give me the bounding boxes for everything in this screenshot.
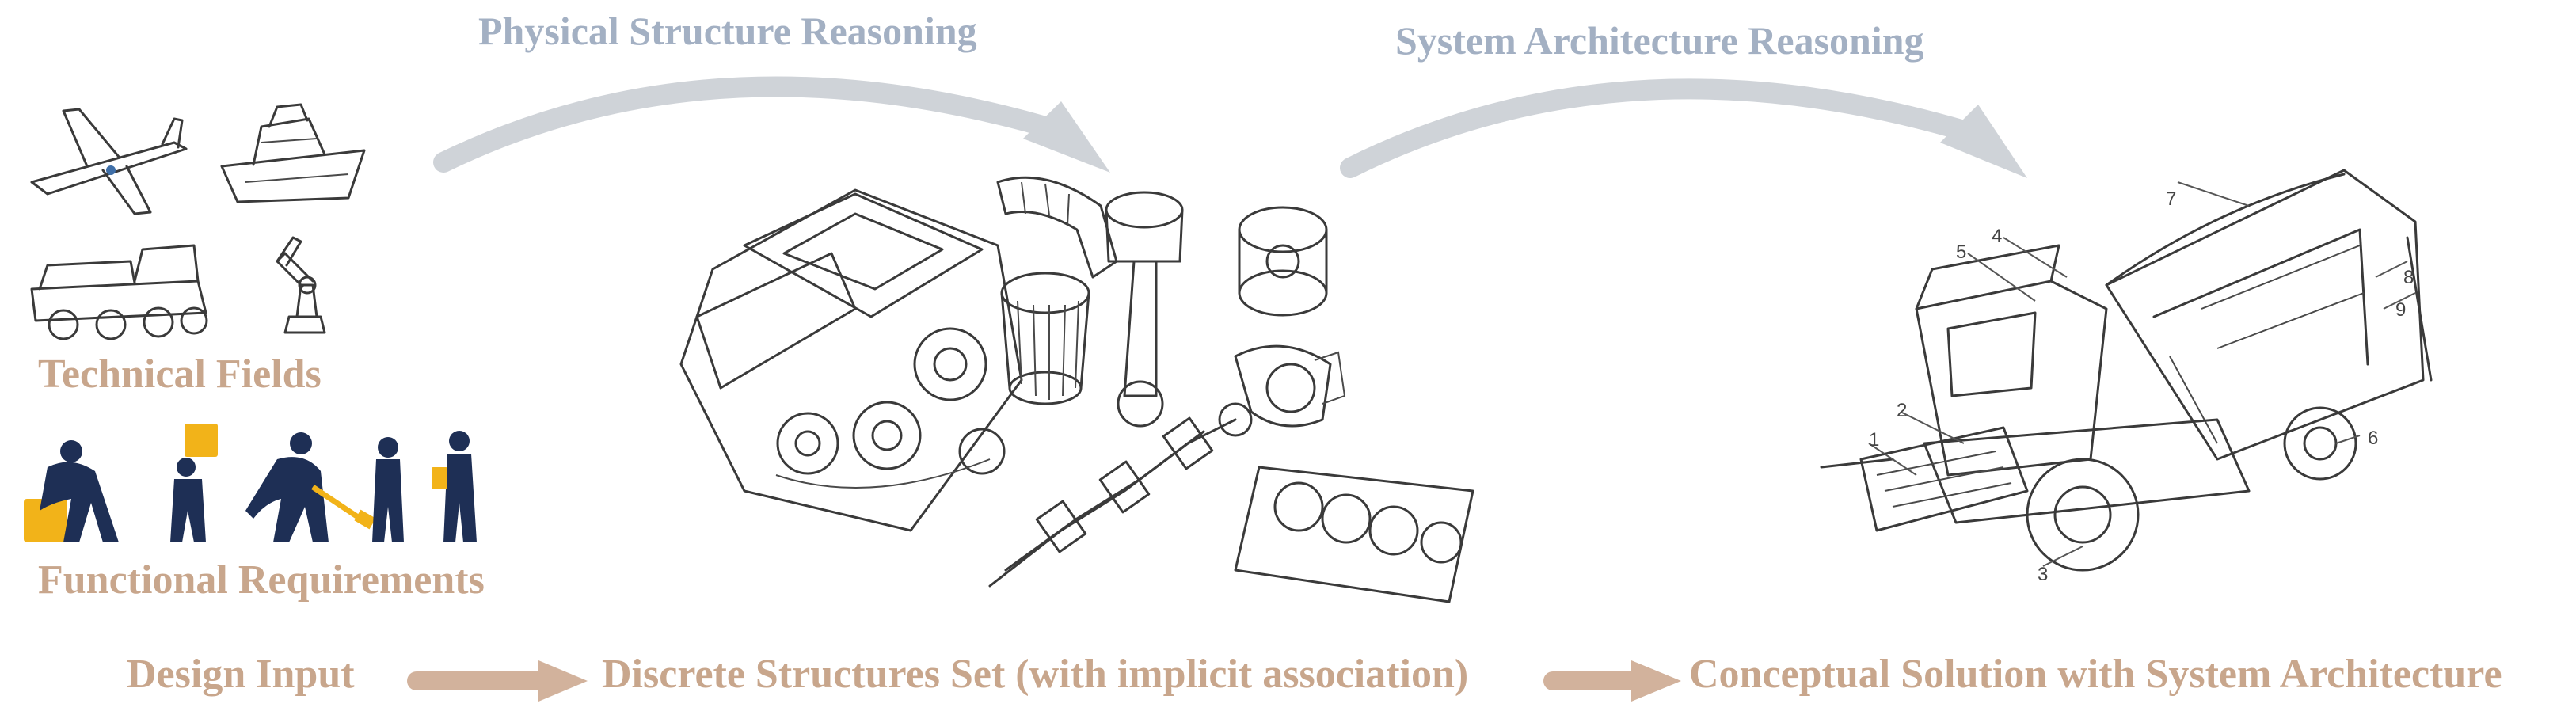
ship-icon — [220, 103, 366, 203]
callout-2: 2 — [1897, 400, 1908, 421]
discrete-parts-illustration — [679, 176, 1474, 603]
head-gasket-icon — [1234, 466, 1474, 603]
functional-requirements-label: Functional Requirements — [38, 557, 485, 603]
functional-requirements-icons — [24, 424, 477, 542]
crankshaft-icon — [988, 402, 1253, 588]
system-reasoning-arrowhead — [1940, 105, 2027, 178]
airplane-icon — [30, 108, 188, 215]
callout-7: 7 — [2166, 188, 2177, 210]
callout-1: 1 — [1869, 429, 1880, 451]
harvester-machine-illustration — [1820, 169, 2433, 572]
conceptual-solution-label: Conceptual Solution with System Architec… — [1689, 652, 2502, 697]
truck-icon — [30, 244, 208, 340]
flow-arrow-2 — [1543, 660, 1681, 702]
piston-rod-icon — [1105, 191, 1184, 428]
physical-structure-reasoning-label: Physical Structure Reasoning — [478, 9, 977, 53]
technical-fields-icons — [30, 103, 366, 340]
worker-lifting-box-icon — [170, 424, 218, 542]
physical-reasoning-arc — [433, 76, 1056, 173]
workers-discussing-icon — [372, 431, 477, 542]
oil-filter-icon — [1238, 206, 1328, 317]
technical-fields-label: Technical Fields — [38, 352, 322, 397]
water-pump-icon — [1234, 344, 1346, 428]
physical-reasoning-arrowhead — [1023, 101, 1110, 173]
discrete-structures-label: Discrete Structures Set (with implicit a… — [602, 652, 1469, 697]
callout-3: 3 — [2038, 564, 2049, 585]
callout-5: 5 — [1956, 242, 1967, 263]
engine-icon — [679, 188, 1023, 532]
callout-4: 4 — [1992, 226, 2003, 247]
system-architecture-reasoning-label: System Architecture Reasoning — [1395, 18, 1924, 63]
design-input-label: Design Input — [127, 652, 355, 697]
flow-arrow-1 — [407, 660, 588, 702]
system-reasoning-arc — [1340, 78, 1974, 178]
callout-8: 8 — [2403, 267, 2414, 288]
robot-arm-icon — [276, 236, 326, 334]
worker-carrying-box-icon — [24, 440, 119, 542]
callout-leaders — [1868, 181, 2416, 567]
air-filter-icon — [1000, 272, 1090, 405]
callout-9: 9 — [2395, 299, 2407, 321]
harvester-icon — [1820, 169, 2433, 572]
callout-6: 6 — [2368, 428, 2379, 449]
worker-shoveling-icon — [245, 432, 376, 542]
intake-hose-icon — [996, 176, 1118, 279]
